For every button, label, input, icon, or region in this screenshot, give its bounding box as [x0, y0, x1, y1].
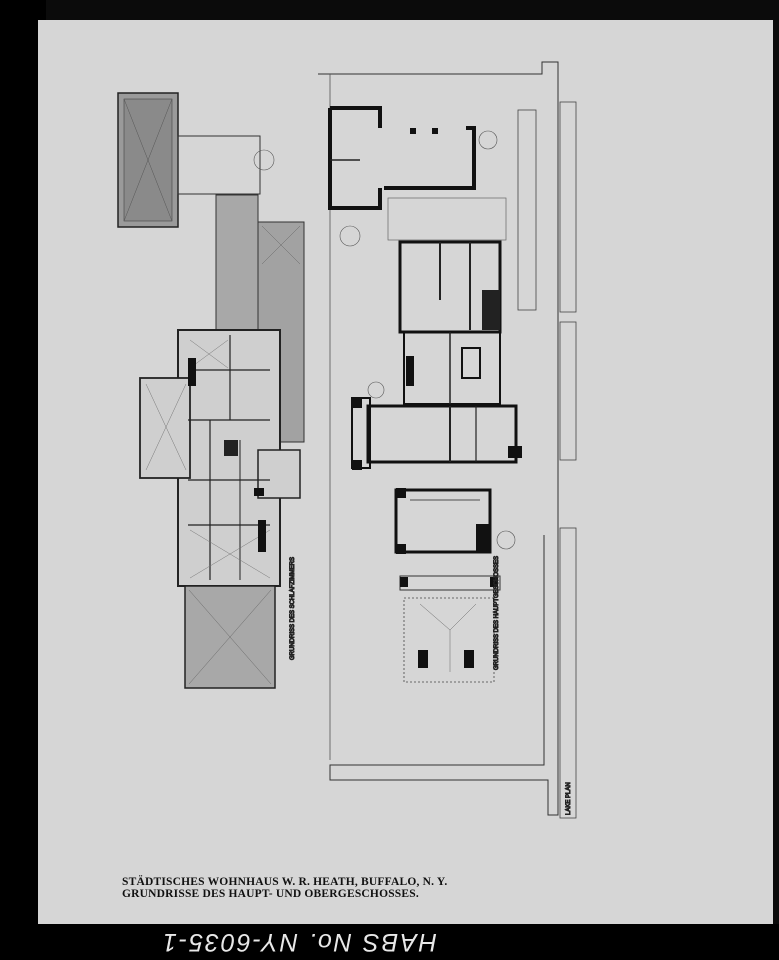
porte-cochere — [403, 597, 495, 683]
hall-wing — [366, 404, 518, 464]
caption-subtitle: GRUNDRISSE DES HAUPT- UND OBERGESCHOSSES… — [122, 888, 419, 900]
drawing-caption: STÄDTISCHES WOHNHAUS W. R. HEATH, BUFFAL… — [122, 876, 447, 900]
upper-floor-plan: GRUNDRISS DES SCHLAFZIMMERS — [117, 92, 305, 689]
main-floor-plan: LAKE PLAN — [253, 61, 577, 819]
upper-floor-label: GRUNDRISS DES SCHLAFZIMMERS — [290, 557, 296, 660]
garage-walls — [328, 106, 476, 210]
street-label: LAKE PLAN — [566, 782, 572, 815]
caption-title: STÄDTISCHES WOHNHAUS W. R. HEATH, BUFFAL… — [122, 876, 448, 888]
archive-band — [0, 924, 779, 960]
archive-number: HABS No. NY-6035-1 — [161, 928, 437, 956]
lot-boundary — [318, 61, 559, 816]
living-room — [394, 488, 492, 554]
main-floor-label: GRUNDRISS DES HAUPTGESCHOSSES — [494, 556, 500, 670]
